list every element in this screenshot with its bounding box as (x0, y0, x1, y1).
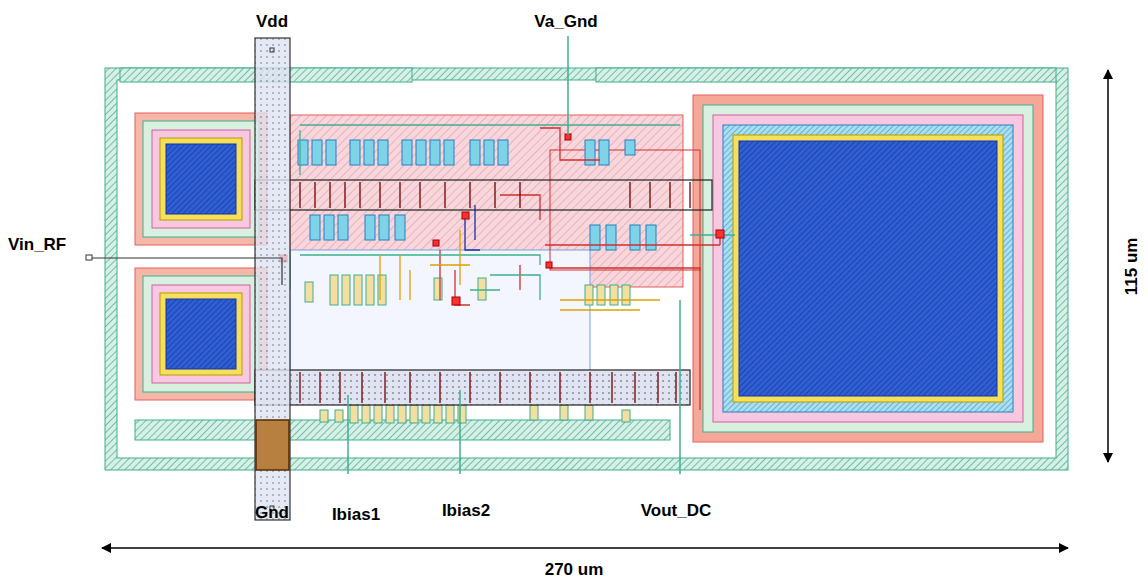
pin-label: Vout_DC (641, 502, 712, 521)
pin-label: 270 um (545, 561, 604, 580)
pin-label: Gnd (255, 504, 289, 523)
pin-label: Ibias2 (442, 502, 490, 521)
pin-label: Va_Gnd (534, 13, 597, 32)
pin-label: 115 um (1124, 237, 1143, 295)
pin-label: Vdd (256, 13, 288, 32)
pin-label: Ibias1 (332, 506, 380, 525)
pin-label: Vin_RF (8, 236, 66, 255)
